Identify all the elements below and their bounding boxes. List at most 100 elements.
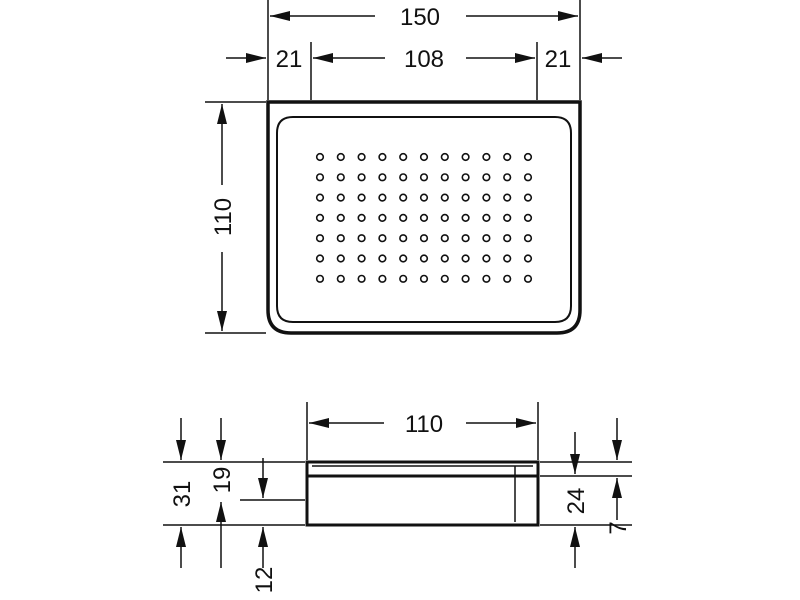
drain-hole [461, 173, 470, 182]
dimension-depth-top-view: 110 [210, 104, 237, 331]
drain-hole [399, 254, 408, 263]
drain-hole [315, 193, 325, 202]
drain-hole [440, 173, 449, 182]
drain-hole [315, 254, 325, 263]
drain-hole [336, 234, 345, 243]
drain-hole [315, 173, 325, 182]
top-view: 150 108 21 21 110 [205, 0, 622, 335]
drain-hole [523, 213, 533, 222]
drain-hole [523, 173, 533, 182]
drain-hole [523, 152, 533, 162]
dimension-height-right-main: 24 [563, 432, 590, 568]
drain-hole [461, 213, 470, 222]
drain-hole [440, 234, 449, 243]
drain-hole [315, 274, 325, 283]
drain-hole [440, 254, 449, 263]
drain-hole [378, 254, 387, 263]
drain-hole [440, 193, 449, 202]
dim-label-depth-top-view: 110 [210, 198, 237, 236]
drain-hole [419, 274, 429, 283]
drain-hole [482, 173, 491, 182]
drain-hole [378, 274, 387, 283]
dim-label-height-right-lip: 7 [605, 521, 632, 534]
drain-hole [482, 152, 491, 162]
drain-hole [503, 274, 512, 283]
drain-hole [357, 274, 366, 283]
drain-hole [482, 274, 491, 283]
dimension-height-upper: 19 [209, 418, 236, 568]
drain-hole [503, 254, 512, 263]
drain-hole [357, 152, 366, 162]
drain-hole [482, 213, 491, 222]
drain-hole [440, 274, 449, 283]
dimension-width-left: 21 [226, 46, 302, 73]
drain-hole [482, 254, 491, 263]
drain-hole [419, 173, 429, 182]
drain-hole [482, 193, 491, 202]
dim-label-width-left: 21 [276, 46, 303, 73]
drain-hole [440, 152, 449, 162]
dimension-width-right: 21 [545, 46, 622, 73]
drain-hole [315, 234, 325, 243]
tray-outer-outline [266, 100, 582, 335]
drain-hole [378, 173, 387, 182]
drain-hole [440, 213, 449, 222]
drain-hole [503, 193, 512, 202]
drain-hole [336, 193, 345, 202]
drain-hole [378, 213, 387, 222]
drain-hole [503, 213, 512, 222]
drain-hole [357, 234, 366, 243]
dim-label-depth-side-view: 110 [405, 411, 443, 438]
drain-hole [357, 213, 366, 222]
dimension-width-center: 108 [313, 46, 535, 73]
drain-hole [336, 173, 345, 182]
side-view: 110 31 19 12 24 7 [163, 402, 632, 593]
drain-hole [523, 254, 533, 263]
drain-hole-grid [315, 152, 533, 283]
drain-hole [315, 152, 325, 162]
side-body-outline [305, 460, 540, 527]
drain-hole [461, 193, 470, 202]
drain-hole [399, 213, 408, 222]
drain-hole [336, 254, 345, 263]
drain-hole [503, 152, 512, 162]
drain-hole [419, 234, 429, 243]
drain-hole [461, 274, 470, 283]
dim-label-height-base: 12 [251, 567, 278, 594]
drain-hole [399, 173, 408, 182]
drain-hole [461, 234, 470, 243]
drain-hole [523, 193, 533, 202]
dim-label-width-right: 21 [545, 46, 572, 73]
drain-hole [419, 193, 429, 202]
drain-hole [399, 274, 408, 283]
dim-label-height-right-main: 24 [563, 488, 590, 515]
drain-hole [419, 213, 429, 222]
dimension-height-base: 12 [251, 458, 278, 593]
drain-hole [482, 234, 491, 243]
drain-hole [315, 213, 325, 222]
drain-hole [399, 193, 408, 202]
drain-hole [336, 152, 345, 162]
dim-label-width-center: 108 [404, 46, 444, 73]
drain-hole [399, 234, 408, 243]
dimension-height-right-lip: 7 [605, 418, 632, 535]
dim-label-height-total: 31 [169, 481, 196, 508]
drain-hole [336, 213, 345, 222]
drain-hole [357, 254, 366, 263]
drain-hole [399, 152, 408, 162]
dimension-width-total: 150 [270, 4, 578, 31]
drain-hole [378, 234, 387, 243]
drain-hole [523, 274, 533, 283]
drain-hole [419, 152, 429, 162]
drain-hole [336, 274, 345, 283]
dim-label-height-upper: 19 [209, 467, 236, 494]
drain-hole [378, 152, 387, 162]
dimension-depth-side-view: 110 [309, 411, 536, 438]
drain-hole [461, 152, 470, 162]
drain-hole [523, 234, 533, 243]
drain-hole [357, 173, 366, 182]
dimension-height-total: 31 [169, 418, 196, 568]
dim-label-width-total: 150 [400, 4, 440, 31]
tray-inner-outline [276, 116, 572, 323]
